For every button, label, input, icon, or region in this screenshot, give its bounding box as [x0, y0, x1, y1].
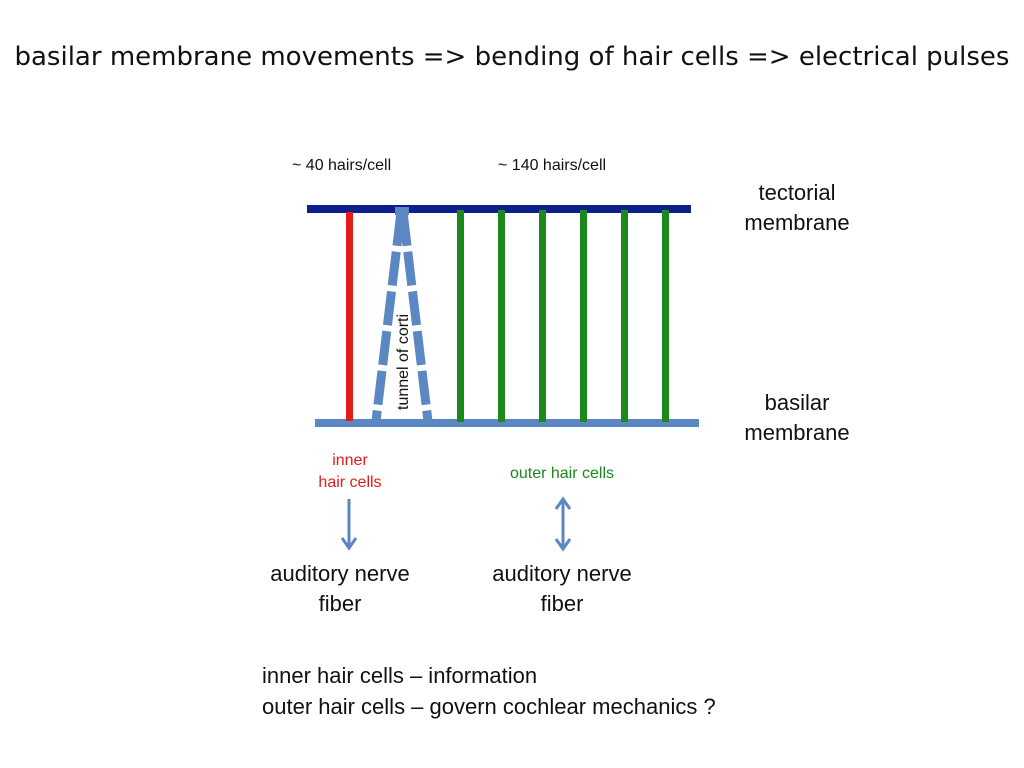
tectorial-membrane-label: tectorial membrane: [722, 178, 872, 238]
double-arrow-icon: [554, 496, 572, 552]
tectorial-membrane-bar: [307, 205, 691, 213]
tunnel-label: tunnel of corti: [395, 314, 412, 410]
basilar-membrane-bar: [315, 419, 699, 427]
outer-hair-cell: [457, 210, 464, 422]
down-arrow-icon: [340, 499, 358, 551]
outer-hair-cells: [457, 210, 669, 422]
tectorial-line-2: membrane: [744, 210, 850, 235]
inner-label-line-1: inner: [332, 452, 368, 469]
tectorial-line-1: tectorial: [758, 180, 836, 205]
note-line-2: outer hair cells – govern cochlear mecha…: [262, 694, 716, 719]
inner-label-line-2: hair cells: [318, 474, 382, 491]
outer-hair-cell: [580, 210, 587, 422]
nerve-right-line-1: auditory nerve: [492, 561, 632, 586]
page-title: basilar membrane movements => bending of…: [14, 42, 1010, 72]
inner-hairs-count: ~ 40 hairs/cell: [292, 157, 392, 174]
nerve-right-line-2: fiber: [540, 591, 584, 616]
outer-hair-cell: [621, 210, 628, 422]
outer-hair-cell: [498, 210, 505, 422]
auditory-nerve-right-label: auditory nerve fiber: [472, 559, 652, 619]
auditory-nerve-left-label: auditory nerve fiber: [250, 559, 430, 619]
notes: inner hair cells – information outer hai…: [262, 660, 716, 722]
outer-hair-cell: [662, 210, 669, 422]
inner-hair-cell: [346, 212, 353, 421]
outer-hair-cells-label: outer hair cells: [509, 465, 615, 482]
nerve-left-line-1: auditory nerve: [270, 561, 410, 586]
tunnel-of-corti: [371, 207, 433, 422]
basilar-membrane-label: basilar membrane: [722, 388, 872, 448]
basilar-line-1: basilar: [764, 390, 830, 415]
note-line-1: inner hair cells – information: [262, 663, 538, 688]
nerve-left-line-2: fiber: [318, 591, 362, 616]
outer-hair-cell: [539, 210, 546, 422]
basilar-line-2: membrane: [744, 420, 850, 445]
outer-hairs-count: ~ 140 hairs/cell: [498, 157, 607, 174]
inner-hair-cells-label: inner hair cells: [300, 450, 400, 494]
